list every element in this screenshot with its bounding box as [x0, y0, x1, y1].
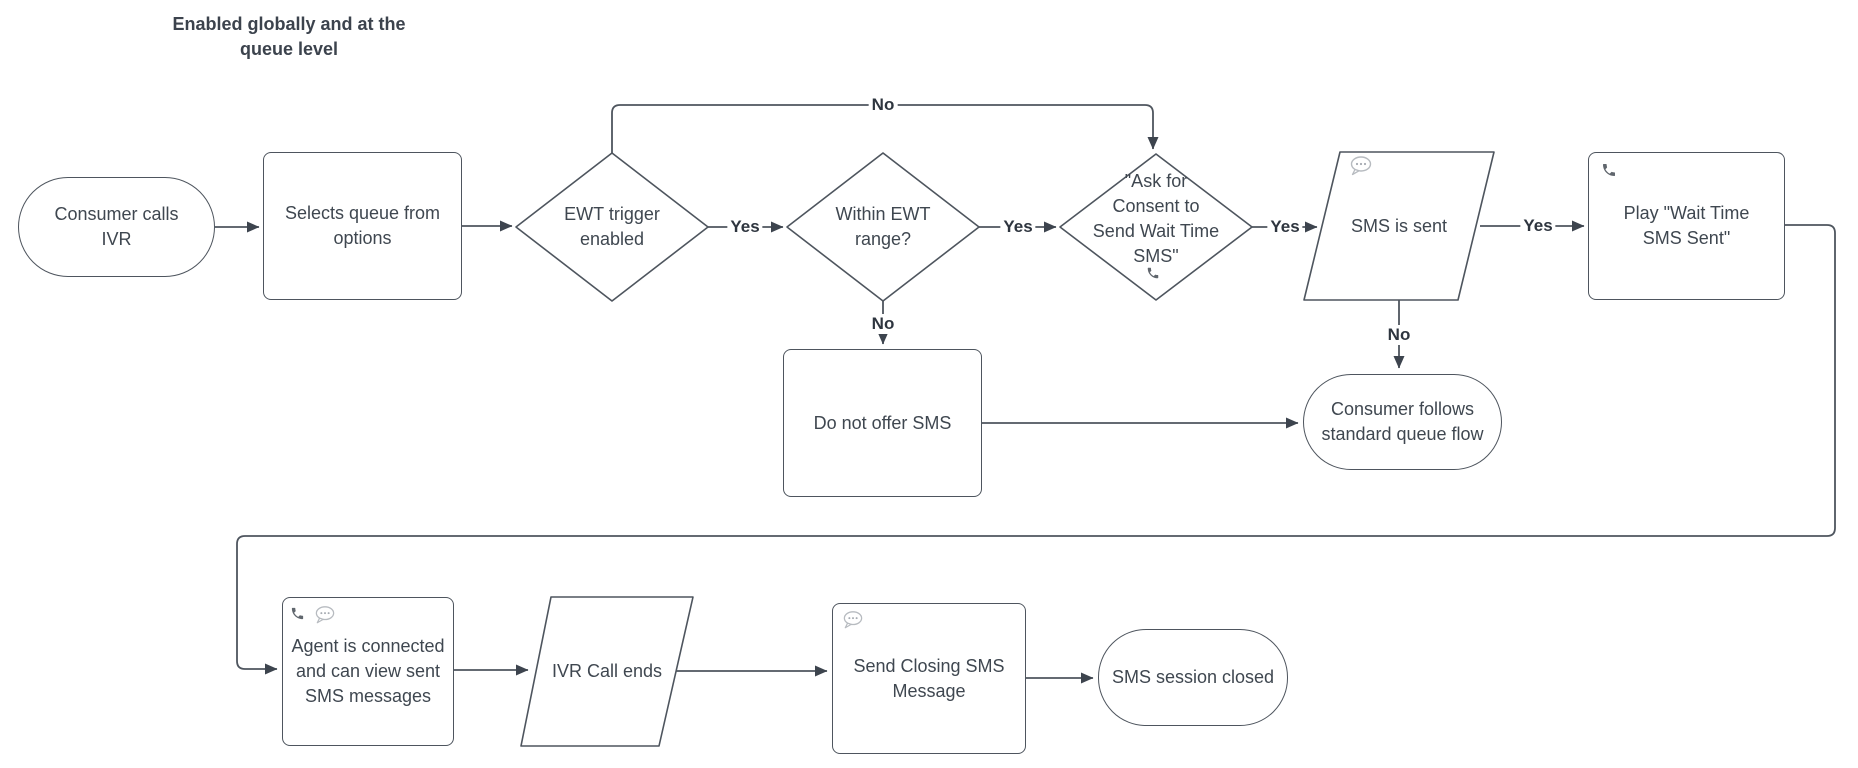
speech-bubble-icon — [843, 611, 863, 629]
node-label: Selects queue from options — [284, 203, 441, 248]
phone-icon — [1603, 164, 1615, 176]
node-selects-queue[interactable] — [263, 152, 462, 300]
node-label[interactable]: IVR Call ends — [551, 660, 663, 681]
node-label[interactable]: SMS is sent — [1350, 215, 1448, 236]
node-label: Send Closing SMS Message — [853, 655, 1005, 701]
edge-label-yes: Yes — [1267, 217, 1303, 237]
node-send-closing-sms[interactable] — [832, 603, 1026, 754]
sms-sent-parallelogram-shape — [1303, 151, 1495, 301]
edge-play-to-agent — [236, 224, 1836, 675]
speech-bubble-icon — [315, 606, 335, 624]
edge-label-yes: Yes — [1520, 216, 1556, 236]
node-label[interactable]: EWT trigger enabled — [564, 204, 660, 249]
ewt-trigger-diamond-shape — [515, 152, 709, 302]
node-label: Consumer follows standard queue flow — [1321, 399, 1484, 444]
node-label: Consumer calls IVR — [54, 204, 179, 249]
node-label: Do not offer SMS — [813, 412, 952, 433]
node-label: SMS session closed — [1111, 667, 1275, 687]
node-label: Agent is connected and can view sent SMS… — [291, 636, 445, 706]
phone-icon — [1147, 267, 1159, 279]
edge-label-yes: Yes — [727, 217, 763, 237]
node-do-not-offer-sms[interactable] — [783, 349, 982, 497]
phone-icon — [291, 607, 304, 620]
node-standard-queue-flow[interactable] — [1303, 374, 1502, 470]
node-label: Play "Wait Time SMS Sent" — [1623, 203, 1750, 248]
edge-label-yes: Yes — [1000, 217, 1036, 237]
node-agent-connected[interactable] — [282, 597, 454, 746]
ask-consent-diamond-shape — [1059, 153, 1253, 301]
edge-label-no: No — [868, 314, 898, 334]
node-play-wait-time-sms-sent[interactable] — [1588, 152, 1785, 300]
node-consumer-calls-ivr[interactable] — [18, 177, 215, 277]
diagram-title: Enabled globally and at the queue level — [172, 14, 406, 59]
node-sms-session-closed[interactable] — [1098, 629, 1288, 726]
edge-label-no: No — [868, 95, 898, 115]
node-label[interactable]: "Ask for Consent to Send Wait Time SMS" — [1092, 171, 1220, 266]
within-ewt-diamond-shape — [786, 152, 980, 302]
node-label[interactable]: Within EWT range? — [835, 204, 931, 249]
edge-label-no: No — [1384, 325, 1414, 345]
speech-bubble-icon — [1350, 156, 1372, 176]
ivr-call-ends-parallelogram-shape — [520, 596, 694, 747]
